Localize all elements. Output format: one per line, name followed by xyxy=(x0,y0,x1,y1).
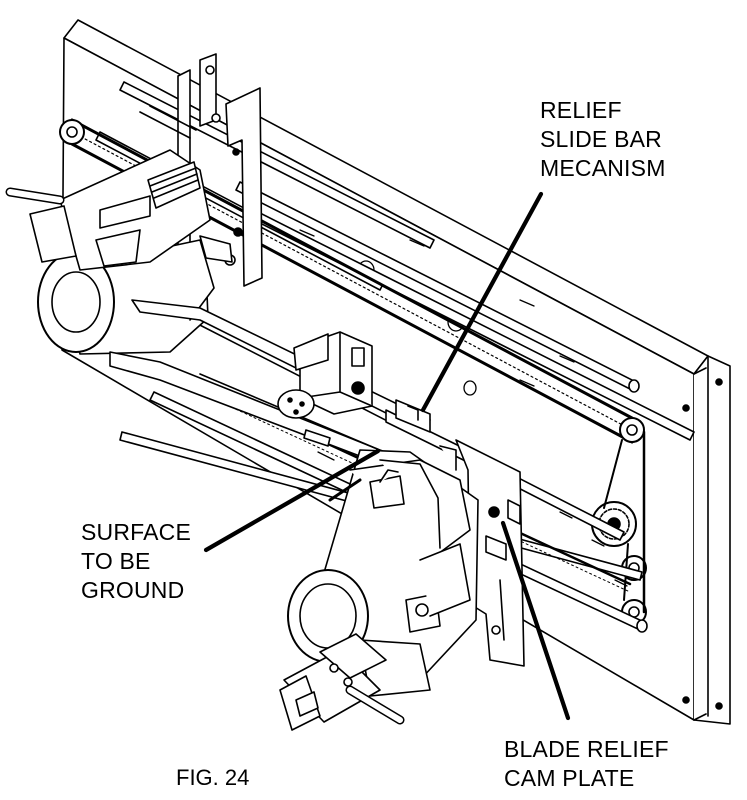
label-line: GROUND xyxy=(81,577,185,603)
leader-relief-slide-bar xyxy=(420,191,544,413)
leader-lines xyxy=(203,191,571,721)
upper-grinding-head xyxy=(5,149,233,355)
label-surface-to-ground: SURFACE TO BE GROUND xyxy=(81,518,191,605)
cam-disc xyxy=(277,389,331,447)
label-line: CAM PLATE xyxy=(504,765,635,791)
label-line: RELIEF xyxy=(540,97,622,123)
label-line: SLIDE BAR xyxy=(540,126,662,152)
lower-blade-housing xyxy=(279,633,405,731)
label-blade-relief-cam-plate: BLADE RELIEF CAM PLATE xyxy=(504,735,669,793)
label-line: BLADE RELIEF xyxy=(504,736,669,762)
label-line: TO BE xyxy=(81,548,151,574)
lower-grinding-head xyxy=(287,449,479,697)
leader-surface-to-ground xyxy=(203,448,381,553)
center-slide-block xyxy=(293,331,373,415)
label-relief-slide-bar: RELIEF SLIDE BAR MECANISM xyxy=(540,96,666,183)
label-line: MECANISM xyxy=(540,155,666,181)
label-line: SURFACE xyxy=(81,519,192,545)
figure-caption: FIG. 24 xyxy=(176,765,250,790)
leader-blade-relief-cam-plate xyxy=(500,520,571,721)
